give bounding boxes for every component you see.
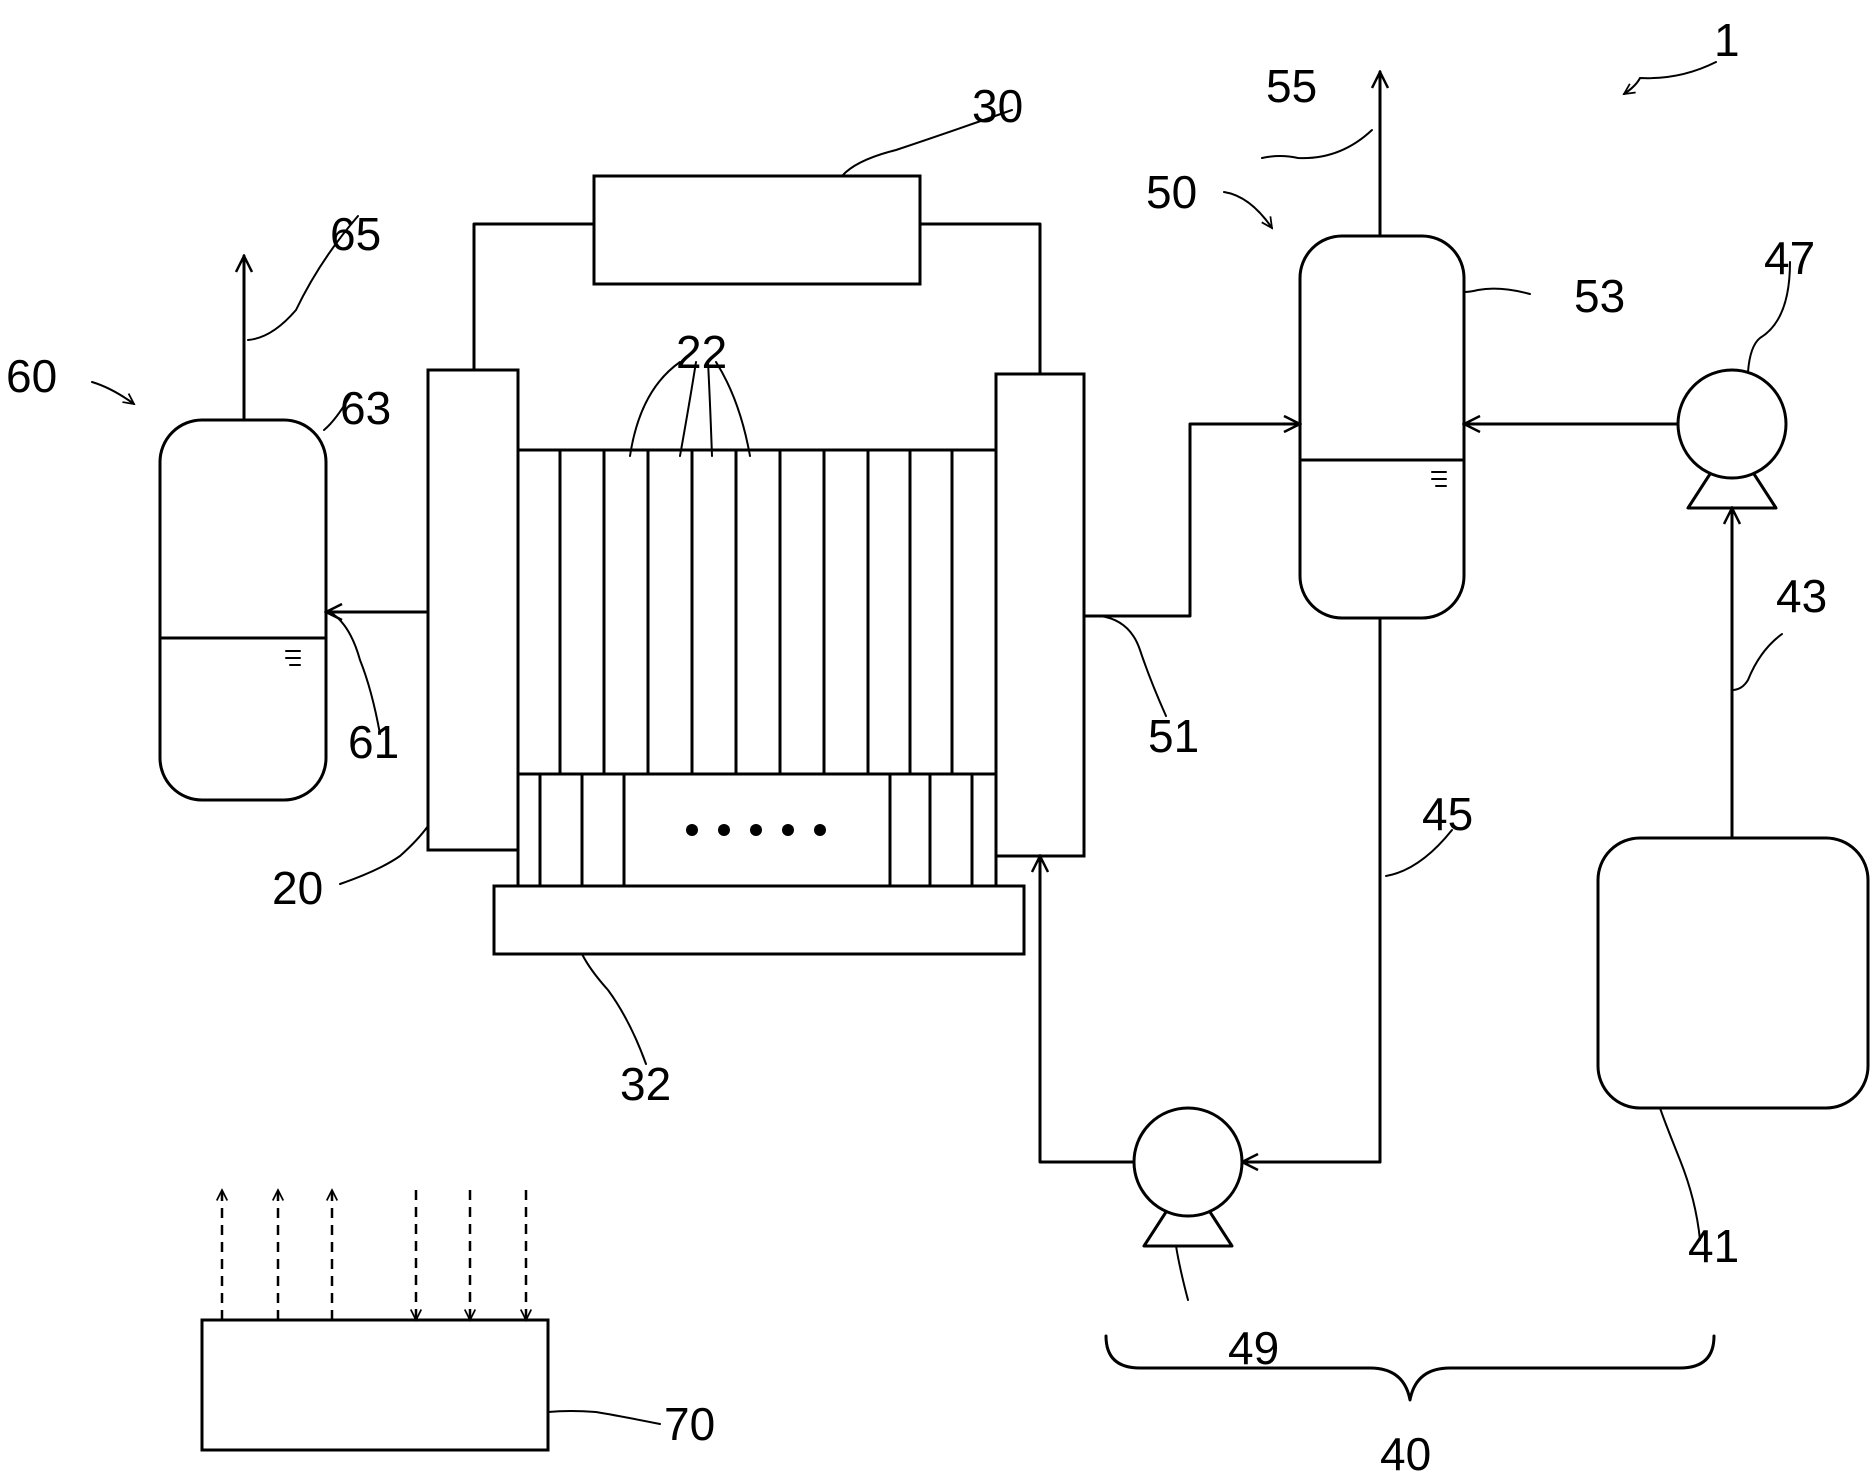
label-60: 60 (6, 350, 57, 402)
label-70: 70 (664, 1398, 715, 1450)
label-45: 45 (1422, 788, 1473, 840)
label-65: 65 (330, 208, 381, 260)
power-unit (474, 176, 1040, 374)
label-43: 43 (1776, 570, 1827, 622)
tank-41 (1598, 838, 1868, 1108)
controller-70 (202, 1190, 548, 1450)
right-separator-tank (1084, 72, 1464, 618)
label-51: 51 (1148, 710, 1199, 762)
pump-49 (1040, 618, 1380, 1246)
label-61: 61 (348, 716, 399, 768)
pump-47 (1464, 370, 1786, 838)
label-49: 49 (1228, 1322, 1279, 1374)
base-plate (494, 886, 1024, 954)
label-53: 53 (1574, 270, 1625, 322)
label-20: 20 (272, 862, 323, 914)
label-22: 22 (676, 326, 727, 378)
label-1: 1 (1714, 14, 1740, 66)
label-40: 40 (1380, 1428, 1431, 1475)
label-47: 47 (1764, 232, 1815, 284)
label-55: 55 (1266, 60, 1317, 112)
label-63: 63 (340, 382, 391, 434)
label-50: 50 (1146, 166, 1197, 218)
label-30: 30 (972, 80, 1023, 132)
supply-unit-brace (1106, 1336, 1714, 1400)
label-32: 32 (620, 1058, 671, 1110)
electrolysis-cell-stack (428, 370, 1084, 886)
label-41: 41 (1688, 1220, 1739, 1272)
